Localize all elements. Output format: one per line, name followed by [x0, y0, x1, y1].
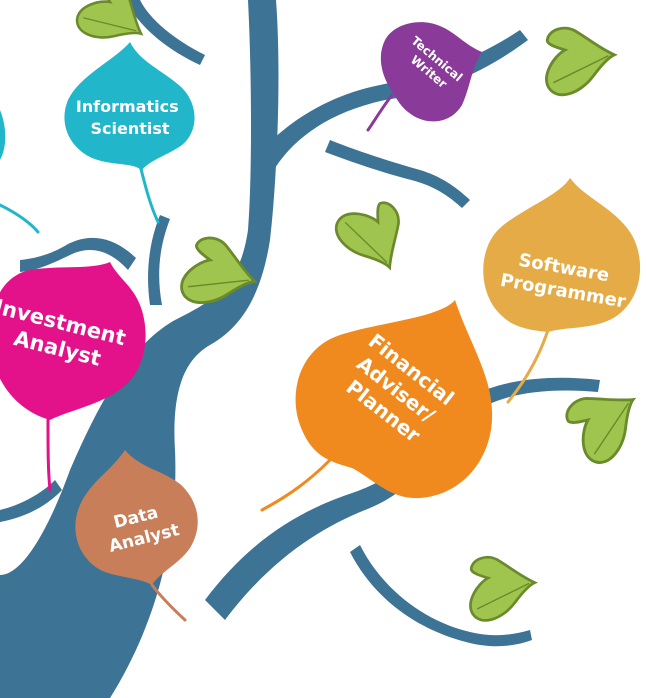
leaf-shape	[0, 262, 146, 420]
leaf-software-programmer: Software Programmer	[483, 178, 641, 332]
leaf-shape	[295, 300, 493, 499]
leaf-cyan-partial	[0, 110, 6, 160]
leaf-shape	[483, 178, 641, 332]
stem-data	[150, 583, 187, 622]
career-label: Informatics Scientist	[76, 97, 184, 138]
branch-twig-top-left	[125, 0, 205, 65]
green-leaf-mid-right	[331, 199, 408, 277]
branch-left-limb	[20, 237, 136, 272]
leaf-shape	[64, 42, 195, 170]
stem-investment	[46, 418, 52, 492]
stem-software	[506, 328, 550, 404]
stem-technical	[366, 93, 394, 132]
career-line: Scientist	[90, 119, 169, 138]
leaf-data-analyst: Data Analyst	[75, 450, 198, 585]
leaf-stems	[0, 93, 550, 622]
career-line: Informatics	[76, 97, 179, 116]
leaf-financial-adviser-planner: Financial Adviser/ Planner	[295, 300, 493, 499]
branch-twig-right	[325, 140, 470, 208]
leaf-technical-writer: Technical Writer	[380, 22, 482, 122]
branch-bottom-right	[350, 545, 532, 647]
stem-informatics	[138, 163, 160, 224]
leaf-shape	[75, 450, 198, 585]
green-leaf-bottom-right	[461, 553, 540, 630]
green-leaf-top-right	[536, 23, 619, 105]
stem-financial	[260, 458, 332, 512]
branch-informatics	[148, 215, 170, 305]
leaf-shape	[380, 22, 482, 122]
leaf-informatics-scientist: Informatics Scientist	[64, 42, 195, 170]
leaf-investment-analyst: Investment Analyst	[0, 262, 146, 420]
branch-lower-left	[0, 480, 62, 522]
stem-cyan-left	[0, 203, 40, 234]
branch-lower-right	[205, 377, 600, 620]
green-leaf-right	[561, 381, 646, 471]
tree-trunk	[0, 0, 279, 698]
